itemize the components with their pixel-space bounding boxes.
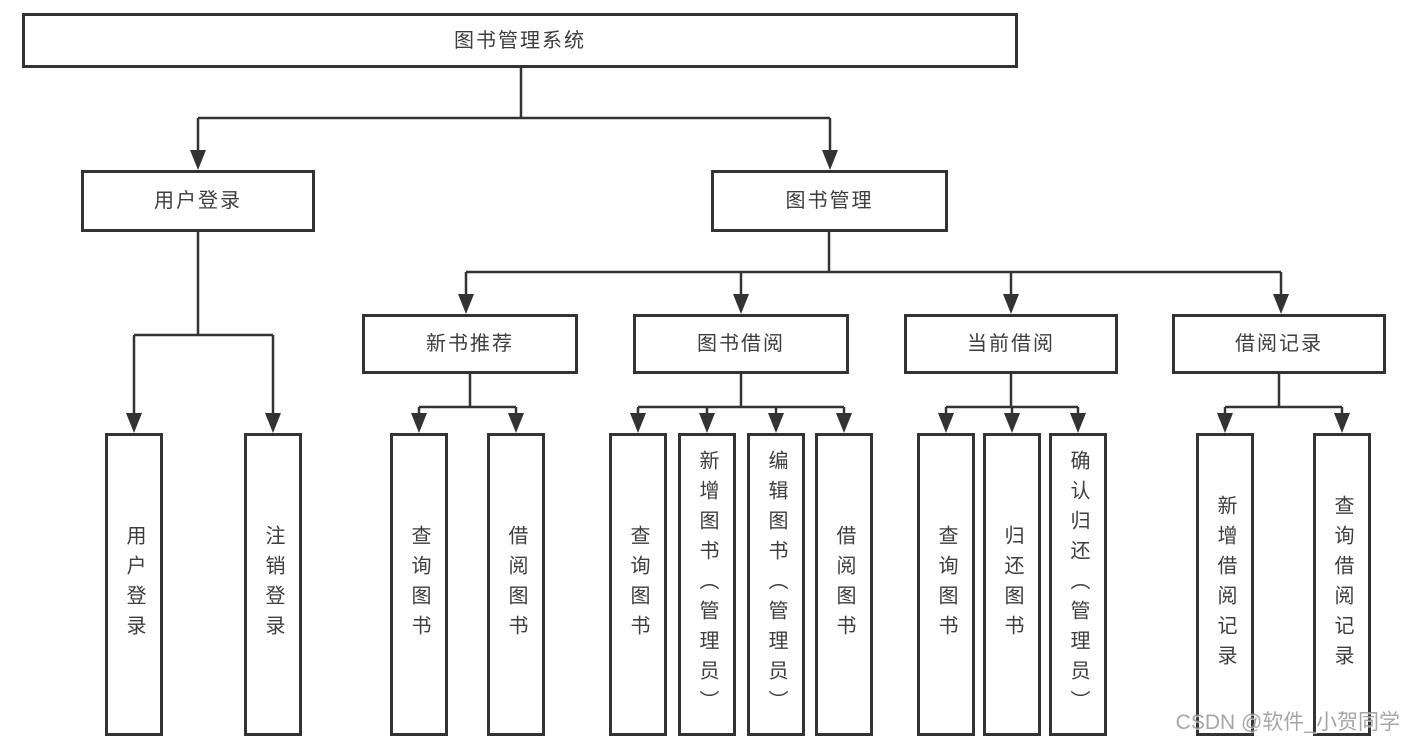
arrow-down-icon: [822, 150, 838, 170]
leaf-query-books-borrowing: 查询图书: [609, 433, 667, 736]
node-root-label: 图书管理系统: [454, 29, 586, 52]
arrow-down-icon: [1334, 413, 1350, 433]
connector-borrowing-to-leaves: [636, 374, 846, 415]
connector-mgmt-to-level3: [464, 232, 1283, 296]
leaf-borrow-books-borrowing: 借阅图书: [815, 433, 873, 736]
node-book-management-label: 图书管理: [785, 190, 874, 212]
node-user-login: 用户登录: [81, 170, 315, 232]
node-book-borrowing-label: 图书借阅: [697, 333, 785, 355]
arrow-down-icon: [265, 413, 281, 433]
arrow-down-icon: [836, 413, 852, 433]
node-root: 图书管理系统: [22, 13, 1018, 68]
leaf-logout-label: 注销登录: [262, 524, 284, 645]
node-current-borrowing-label: 当前借阅: [967, 333, 1055, 355]
arrow-down-icon: [1003, 294, 1019, 314]
arrow-down-icon: [411, 413, 427, 433]
arrow-down-icon: [938, 413, 954, 433]
leaf-edit-books-admin: 编辑图书（管理员）: [747, 433, 805, 736]
node-new-book-recommend: 新书推荐: [362, 314, 578, 374]
leaf-query-books-recommend: 查询图书: [390, 433, 448, 736]
node-book-borrowing: 图书借阅: [633, 314, 849, 374]
leaf-query-borrow-record: 查询借阅记录: [1313, 433, 1371, 736]
arrow-down-icon: [630, 413, 646, 433]
leaf-borrow-books-recommend: 借阅图书: [487, 433, 545, 736]
arrow-down-icon: [699, 413, 715, 433]
connector-root-to-level2: [196, 68, 832, 152]
arrow-down-icon: [768, 413, 784, 433]
leaf-add-borrow-record: 新增借阅记录: [1196, 433, 1254, 736]
arrow-down-icon: [190, 150, 206, 170]
arrow-down-icon: [733, 294, 749, 314]
arrow-down-icon: [1217, 413, 1233, 433]
leaf-return-books-label: 归还图书: [1001, 524, 1023, 645]
connector-login-to-leaves: [132, 232, 275, 415]
connector-recommend-to-leaves: [417, 374, 518, 415]
leaf-return-books: 归还图书: [983, 433, 1041, 736]
leaf-borrow-books-borrowing-label: 借阅图书: [833, 524, 855, 645]
leaf-add-books-admin: 新增图书（管理员）: [678, 433, 736, 736]
leaf-query-borrow-record-label: 查询借阅记录: [1331, 494, 1353, 675]
leaf-borrow-books-recommend-label: 借阅图书: [505, 524, 527, 645]
node-book-management: 图书管理: [711, 170, 948, 232]
arrow-down-icon: [1004, 413, 1020, 433]
leaf-query-books-recommend-label: 查询图书: [408, 524, 430, 645]
watermark: CSDN @软件_小贺同学: [1175, 711, 1400, 734]
node-user-login-label: 用户登录: [154, 190, 242, 212]
node-current-borrowing: 当前借阅: [904, 314, 1118, 374]
arrow-down-icon: [458, 294, 474, 314]
arrow-down-icon: [1273, 294, 1289, 314]
leaf-confirm-return-admin: 确认归还（管理员）: [1049, 433, 1107, 736]
connector-records-to-leaves: [1223, 374, 1344, 415]
leaf-user-login: 用户登录: [105, 433, 163, 736]
node-borrowing-records: 借阅记录: [1172, 314, 1386, 374]
leaf-edit-books-admin-label: 编辑图书（管理员）: [765, 449, 787, 720]
leaf-query-books-current: 查询图书: [917, 433, 975, 736]
leaf-add-borrow-record-label: 新增借阅记录: [1214, 494, 1236, 675]
leaf-add-books-admin-label: 新增图书（管理员）: [696, 449, 718, 720]
leaf-query-books-current-label: 查询图书: [935, 524, 957, 645]
leaf-logout: 注销登录: [244, 433, 302, 736]
arrow-down-icon: [508, 413, 524, 433]
arrow-down-icon: [126, 413, 142, 433]
leaf-user-login-label: 用户登录: [123, 524, 145, 645]
leaf-query-books-borrowing-label: 查询图书: [627, 524, 649, 645]
node-new-book-recommend-label: 新书推荐: [426, 333, 514, 355]
connector-current-to-leaves: [944, 374, 1080, 415]
arrow-down-icon: [1070, 413, 1086, 433]
node-borrowing-records-label: 借阅记录: [1235, 333, 1323, 355]
leaf-confirm-return-admin-label: 确认归还（管理员）: [1067, 449, 1089, 720]
